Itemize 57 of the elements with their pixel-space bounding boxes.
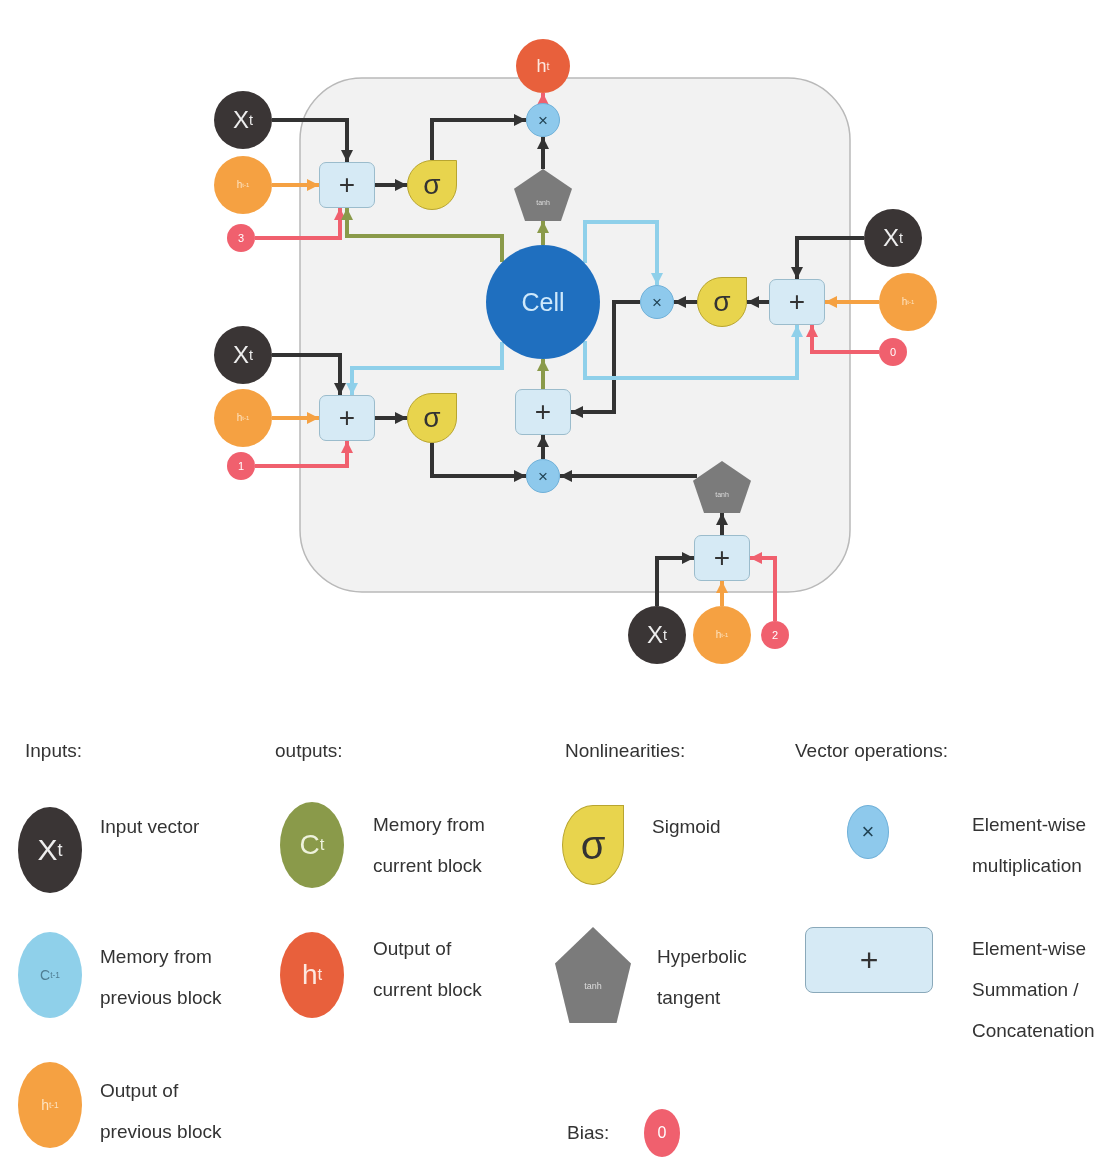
tanh-symbol: tanh <box>555 927 631 1023</box>
arrow <box>750 552 777 621</box>
arrow <box>825 296 879 308</box>
arrow <box>571 300 640 418</box>
arrow <box>272 353 346 395</box>
arrow <box>674 296 697 308</box>
arrow <box>430 443 526 482</box>
summation-box: + <box>515 389 571 435</box>
bias-circle: 0 <box>879 338 907 366</box>
arrow <box>560 470 697 482</box>
arrow <box>537 359 549 389</box>
arrow <box>272 118 353 162</box>
sigmoid-symbol: σ <box>562 805 624 885</box>
legend-text: Element-wise Summation / Concatenation <box>972 937 1096 1043</box>
arrow <box>806 325 879 354</box>
arrow <box>430 114 526 160</box>
arrow <box>537 93 549 105</box>
arrow <box>272 179 319 191</box>
legend-text: Sigmoid <box>652 815 722 839</box>
summation-box: + <box>319 162 375 208</box>
summation-box: + <box>769 279 825 325</box>
summation-box: + <box>694 535 750 581</box>
arrow <box>255 208 346 240</box>
arrow <box>716 581 728 606</box>
legend-text: Bias: <box>567 1121 611 1145</box>
arrow <box>375 412 407 424</box>
arrow <box>747 296 769 308</box>
arrow <box>537 435 549 459</box>
bias-circle: 3 <box>227 224 255 252</box>
arrow <box>272 412 319 424</box>
legend-heading: outputs: <box>275 740 343 762</box>
legend-heading: Inputs: <box>25 740 83 762</box>
arrow <box>791 236 864 279</box>
bias-circle: 2 <box>761 621 789 649</box>
legend-text: Element-wise multiplication <box>972 813 1088 878</box>
arrow <box>655 552 694 606</box>
legend-heading: Vector operations: <box>795 740 949 762</box>
arrow <box>255 441 353 468</box>
arrow <box>341 208 504 262</box>
arrow <box>583 325 803 380</box>
legend-text: Output of previous block <box>100 1079 223 1144</box>
legend-text: Memory from current block <box>373 813 486 878</box>
legend-heading: Nonlinearities: <box>565 740 686 762</box>
legend-text: Hyperbolic tangent <box>657 945 748 1010</box>
summation-symbol: + <box>805 927 933 993</box>
legend-text: Input vector <box>100 815 201 839</box>
legend-text: Memory from previous block <box>100 945 223 1010</box>
arrow <box>375 179 407 191</box>
arrow <box>346 342 504 395</box>
legend-text: Output of current block <box>373 937 483 1002</box>
arrow <box>537 137 549 169</box>
bias-circle: 1 <box>227 452 255 480</box>
multiplication-symbol: × <box>847 805 889 859</box>
bias-symbol: 0 <box>644 1109 680 1157</box>
arrow <box>716 513 728 535</box>
arrow <box>537 221 549 245</box>
summation-box: + <box>319 395 375 441</box>
